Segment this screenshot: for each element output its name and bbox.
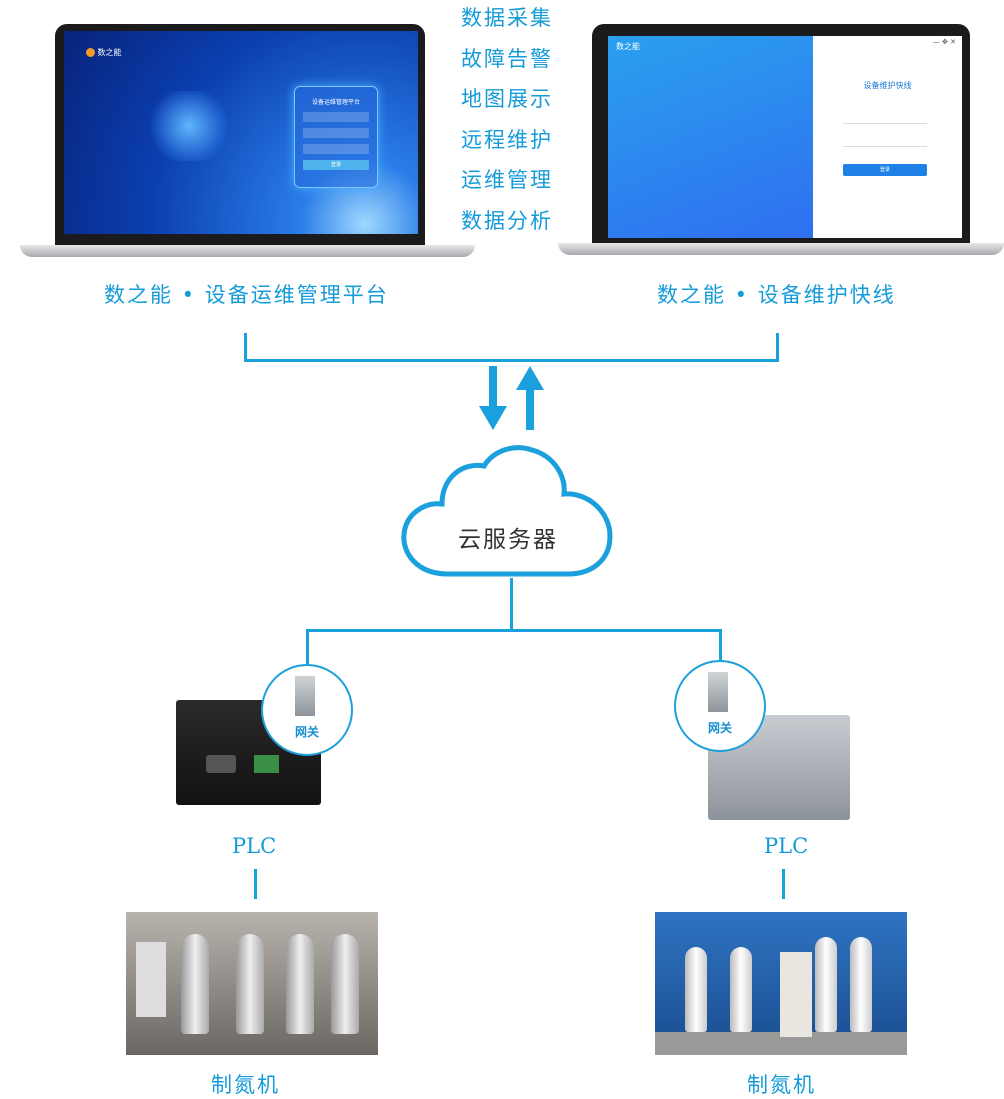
- feature-item: 远程维护: [461, 127, 553, 152]
- login-panel: — ✥ ✕ 设备维护快线 登录: [813, 36, 962, 238]
- username-input[interactable]: [843, 112, 927, 124]
- platform-caption: 数之能 • 设备运维管理平台: [104, 283, 389, 307]
- cloud-server-label: 云服务器: [458, 527, 558, 553]
- logo: 数之能: [616, 42, 640, 51]
- machine-label: 制氮机: [211, 1073, 280, 1097]
- data-flow-arrows: [479, 366, 544, 430]
- login-title: 设备维护快线: [863, 81, 912, 90]
- login-title: 设备运维管理平台: [311, 99, 360, 106]
- captcha-input[interactable]: [303, 144, 369, 154]
- machine-label: 制氮机: [747, 1073, 816, 1097]
- arrow-up-icon: [516, 366, 544, 430]
- feature-item: 运维管理: [461, 168, 553, 192]
- feature-item: 数据采集: [461, 6, 553, 30]
- maintenance-screen: 数之能 — ✥ ✕ 设备维护快线 登录: [608, 36, 962, 238]
- maintenance-caption: 数之能 • 设备维护快线: [657, 283, 896, 307]
- plc-label: PLC: [232, 834, 277, 858]
- gateway-left: 网关: [261, 664, 353, 756]
- gateway-label: 网关: [707, 721, 732, 735]
- laptop-right-base: [558, 243, 1004, 255]
- connector-line: [306, 629, 309, 667]
- feature-item: 数据分析: [461, 208, 553, 233]
- laptop-left-base: [20, 245, 475, 257]
- gateway-label: 网关: [294, 725, 319, 739]
- connector-line: [719, 629, 722, 662]
- connector-line: [782, 869, 785, 899]
- cloud-icon: [401, 445, 613, 577]
- platform-screen: 数之能 设备运维管理平台 登录: [64, 31, 418, 234]
- password-input[interactable]: [843, 135, 927, 147]
- connector-line: [244, 333, 247, 362]
- plc-label: PLC: [764, 834, 809, 858]
- illustration: [144, 91, 234, 161]
- connector-line: [776, 333, 779, 362]
- gateway-right: 网关: [674, 660, 766, 752]
- connector-line: [254, 869, 257, 899]
- window-controls[interactable]: — ✥ ✕: [932, 38, 956, 46]
- username-input[interactable]: [303, 112, 369, 122]
- connector-line: [306, 629, 722, 632]
- login-button[interactable]: 登录: [303, 160, 369, 170]
- nitrogen-generator-photo: [655, 912, 907, 1055]
- feature-item: 故障告警: [461, 46, 553, 71]
- login-button[interactable]: 登录: [843, 164, 927, 176]
- nitrogen-generator-photo: [126, 912, 378, 1055]
- login-card: 设备运维管理平台 登录: [294, 86, 378, 188]
- connector-line: [510, 578, 513, 632]
- feature-item: 地图展示: [461, 87, 553, 111]
- connector-line: [244, 359, 779, 362]
- password-input[interactable]: [303, 128, 369, 138]
- logo: 数之能: [86, 47, 122, 58]
- arrow-down-icon: [479, 366, 507, 430]
- feature-list: 数据采集 故障告警 地图展示 远程维护 运维管理 数据分析: [461, 0, 553, 241]
- illustration-panel: 数之能: [608, 36, 813, 238]
